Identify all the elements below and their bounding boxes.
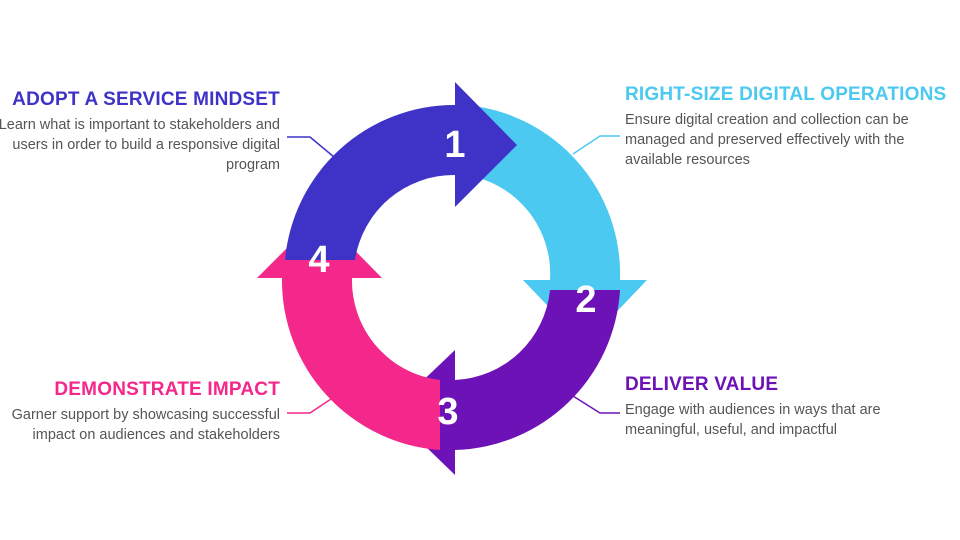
step-1-block: ADOPT A SERVICE MINDSET Learn what is im… [0,89,280,175]
step-1-title: ADOPT A SERVICE MINDSET [12,89,280,110]
step-number-3: 3 [437,391,458,433]
step-3-block: DELIVER VALUE Engage with audiences in w… [625,374,925,440]
step-number-4: 4 [308,239,329,281]
step-2-block: RIGHT-SIZE DIGITAL OPERATIONS Ensure dig… [625,84,955,170]
step-2-description: Ensure digital creation and collection c… [625,112,909,168]
step-4-title: DEMONSTRATE IMPACT [54,379,280,400]
connector-step-1 [287,136,335,158]
step-number-1: 1 [444,124,465,166]
step-1-description: Learn what is important to stakeholders … [0,117,280,173]
cycle-segment-1 [285,82,517,260]
step-3-description: Engage with audiences in ways that are m… [625,402,881,438]
connector-step-2 [572,135,620,155]
step-2-title: RIGHT-SIZE DIGITAL OPERATIONS [625,84,947,105]
connector-step-3 [572,395,620,414]
step-number-2: 2 [575,279,596,321]
step-3-title: DELIVER VALUE [625,374,779,395]
connector-step-4 [287,396,335,414]
step-4-block: DEMONSTRATE IMPACT Garner support by sho… [0,379,280,445]
step-4-description: Garner support by showcasing successful … [11,407,280,443]
